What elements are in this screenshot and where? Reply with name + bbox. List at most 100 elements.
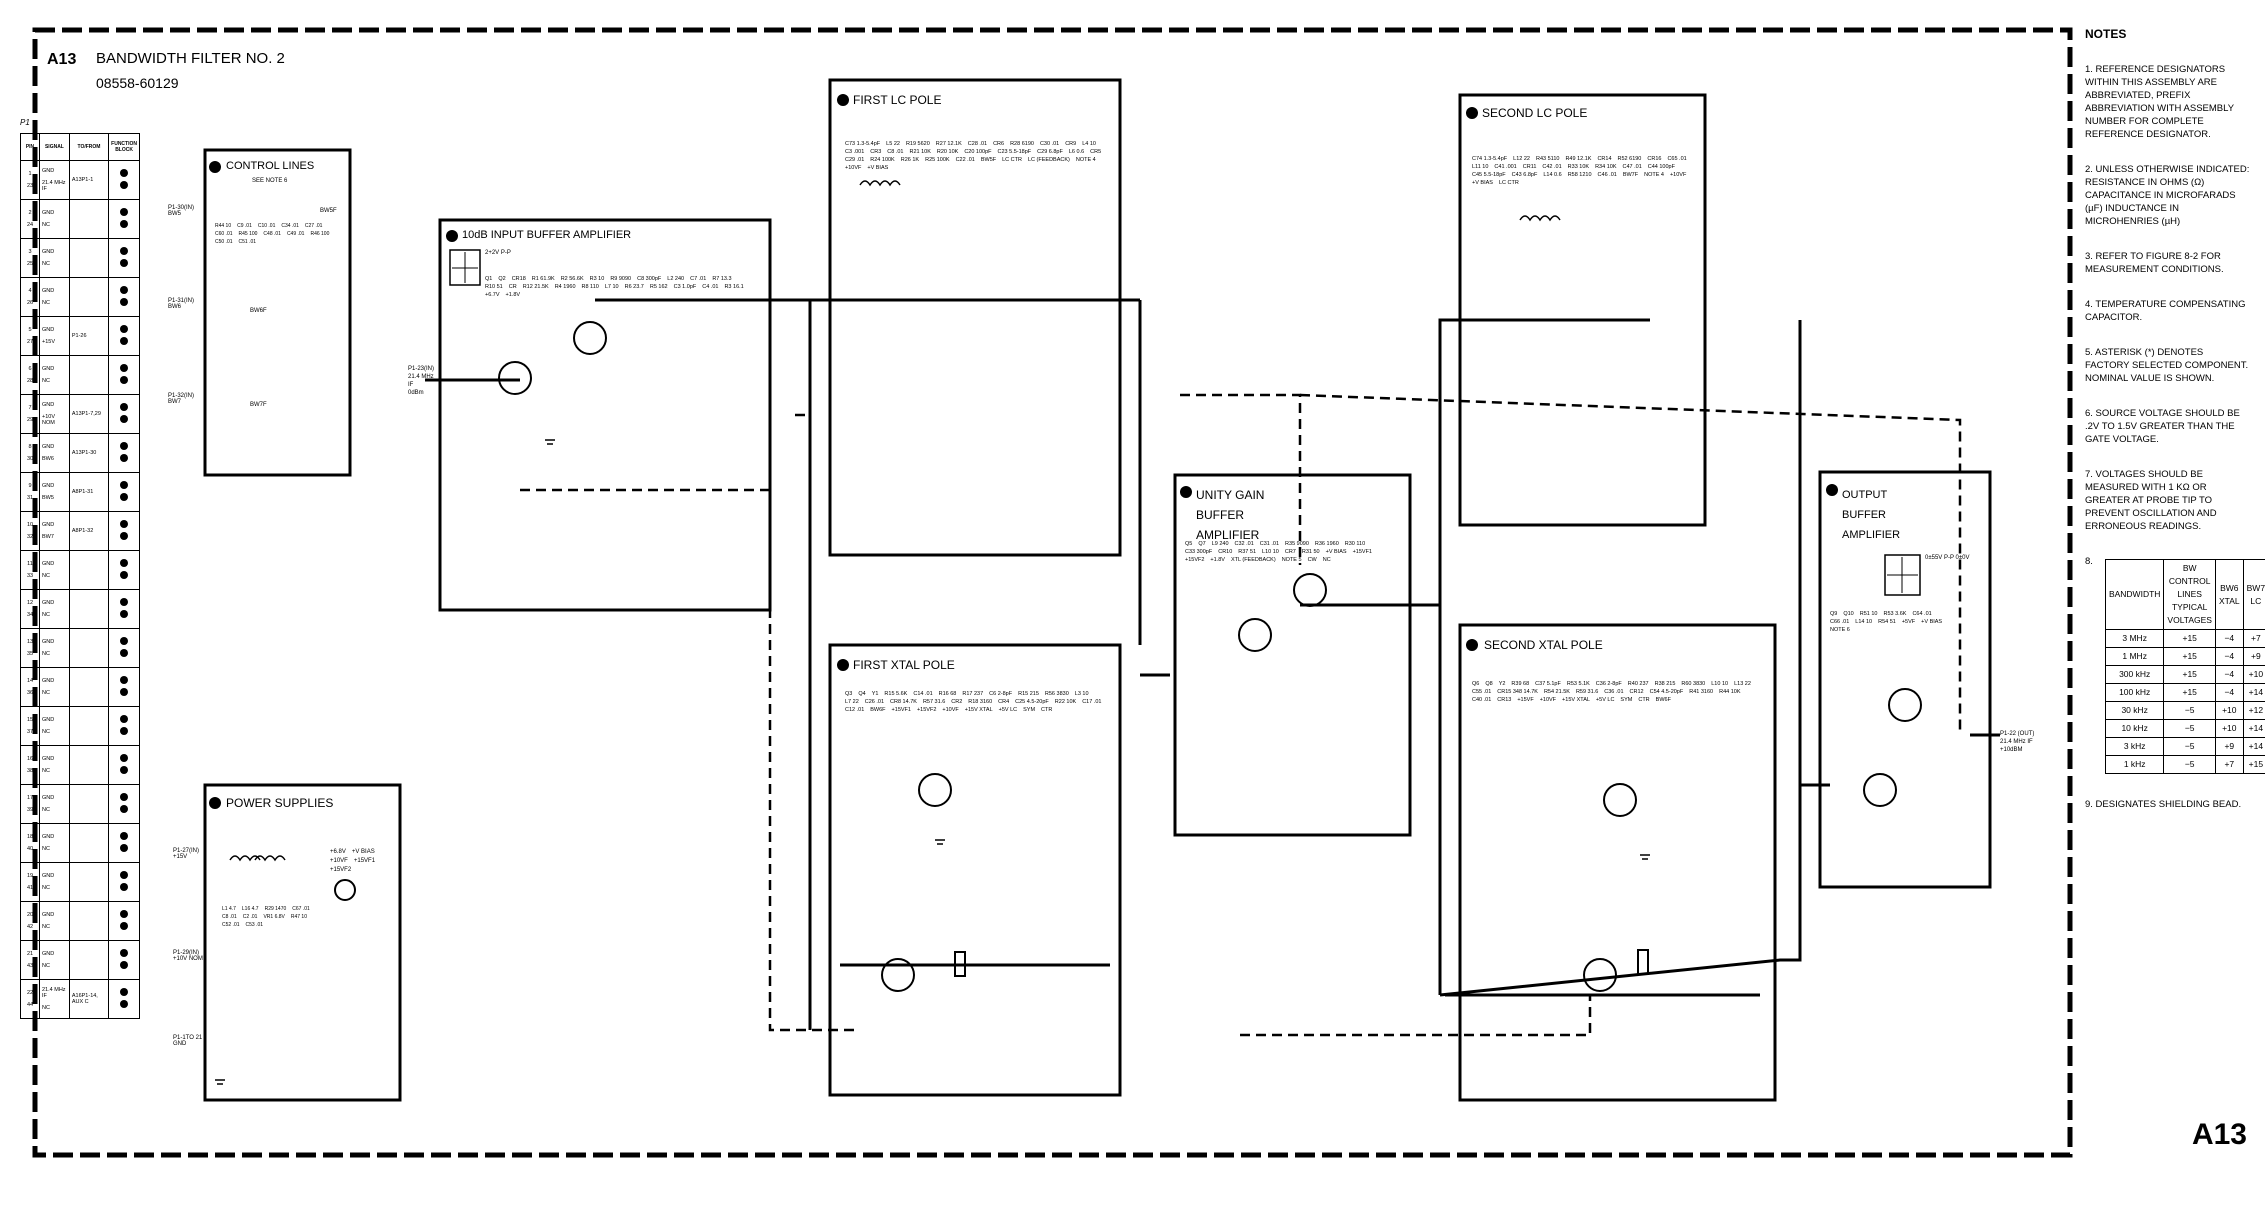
notes-title: NOTES [2085,27,2127,41]
assembly-title: BANDWIDTH FILTER NO. 2 [96,50,285,67]
part-label: 21.4 MHz [408,374,434,380]
bw-cell: +14 [2242,683,2265,702]
bw-cell: 10 kHz [2104,719,2165,738]
part-label: C26 .01 [864,699,885,705]
part-label: C44 100pF [1647,164,1675,170]
bw-cell: +9 [2242,647,2265,666]
bw-cell: +15 [2242,755,2265,774]
bw-cell: −5 [2163,737,2216,756]
bw-header-bandwidth: BANDWIDTH [2104,559,2165,630]
part-label: NOTE 6 [1830,627,1850,633]
ground-symbols [215,439,1650,1085]
bw-row: 1 kHz−5+7+15 [2104,755,2265,774]
part-label: Y2 [1498,681,1506,687]
part-label: C9 .01 [237,223,252,229]
control-lines-frame [203,148,352,477]
part-label: R21 10K [909,149,931,155]
part-label: R5 162 [649,284,668,290]
assembly-border [32,27,2073,1158]
part-label: R33 10K [1567,164,1590,170]
part-label: CTR [1638,697,1650,703]
bw-cell: +15 [2163,647,2216,666]
part-label: CR10 [1218,549,1233,555]
part-label: Q2 [498,276,506,282]
pin-signals: GND+10V NOM [39,394,70,434]
part-label: C49 .01 [286,231,305,237]
part-label: +6.8V [330,849,346,855]
part-label: R41 3160 [1689,689,1714,695]
function-block-dots [108,784,140,824]
pin-header: PIN [20,133,40,161]
part-label: R16 68 [938,691,957,697]
part-label: L13 22 [1734,681,1751,687]
part-label: Q4 [858,691,866,697]
part-label: C53 .01 [245,922,264,928]
part-label: R54 51 [1878,619,1896,625]
control-input-bw5: P1-30(IN) BW5 [168,205,195,217]
function-block-header: FUNCTION BLOCK [108,133,140,161]
part-label: C3 .001 [845,149,865,155]
part-label: LC CTR [1498,180,1519,186]
bw-cell: +15 [2163,629,2216,648]
part-label: SYM [1023,707,1036,713]
input-buffer-title: 10dB INPUT BUFFER AMPLIFIER [462,229,632,241]
part-label: C65 .01 [1667,156,1687,162]
function-block-dots [108,160,140,200]
part-label: C2 .01 [242,914,258,920]
control-output-bw6f: BW6F [250,308,267,314]
part-label: C28 .01 [967,141,988,147]
bw-cell: +10 [2214,701,2244,720]
q4-transistor [918,773,952,807]
part-label: C29 6.8pF [1037,149,1063,155]
first-lc-pole-frame [828,78,1122,557]
pin-to-from [68,940,110,980]
function-block-dots [108,745,140,785]
function-block-dots [108,277,140,317]
part-label: +10VF [1669,172,1687,178]
part-label: R17 237 [962,691,984,697]
part-label: R54 21.5K [1543,689,1570,695]
part-label: R8 110 [581,284,599,290]
bw-cell: −5 [2163,719,2216,738]
part-label: +V BIAS [351,849,375,855]
part-label: C46 .01 [1597,172,1617,178]
part-label: C74 1.3-5.4pF [1472,156,1508,162]
part-label: R39 68 [1511,681,1530,687]
note-4: 4. TEMPERATURE COMPENSATING CAPACITOR. [2085,299,2246,323]
part-label: NC [1322,557,1331,563]
function-block-dots [108,706,140,746]
function-block-dots [108,979,140,1019]
part-label: R45 100 [238,231,258,237]
part-label: +15VF1 [1352,549,1372,555]
part-label: CR11 [1522,164,1537,170]
part-label: +10VF [845,165,862,171]
part-label: CW [1307,557,1317,563]
part-label: R24 100K [870,157,895,163]
part-label: R2 56.6K [560,276,584,282]
function-block-dots [108,862,140,902]
bw-cell: 3 kHz [2104,737,2165,756]
bw-header-control: BW CONTROL LINES TYPICAL VOLTAGES [2163,559,2216,630]
control-output-bw5f: BW5F [320,208,337,214]
part-label: R34 10K [1595,164,1617,170]
function-block-dots [108,823,140,863]
